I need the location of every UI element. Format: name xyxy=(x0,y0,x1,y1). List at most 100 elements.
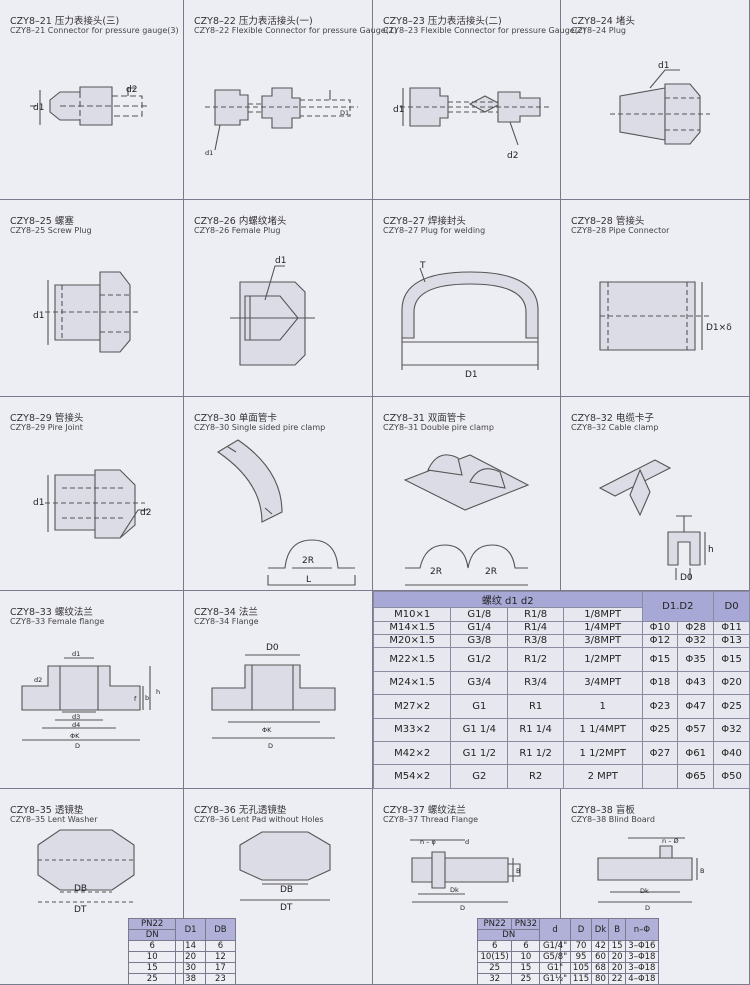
part-title-cn: CZY8–29 管接头 xyxy=(10,413,84,424)
part-cell-36: CZY8–36 无孔透镜垫 CZY8–36 Lent Pad without H… xyxy=(184,789,373,985)
part-cell-30: CZY8–30 单面管卡 CZY8–30 Single sided pire c… xyxy=(184,397,373,591)
part-title-cn: CZY8–27 焊接封头 xyxy=(383,216,466,227)
flange-cell: G1" xyxy=(539,962,571,974)
flange-cell: 70 xyxy=(569,940,593,952)
thread-cell: 1/2MPT xyxy=(562,647,643,672)
part-title-cn: CZY8–24 堵头 xyxy=(571,16,635,27)
flange-cell: G1½" xyxy=(539,973,571,985)
part-cell-26: CZY8–26 内螺纹堵头 CZY8–26 Female Plug d1 xyxy=(184,200,373,397)
label: B xyxy=(516,867,520,875)
label: d1 xyxy=(72,650,80,658)
part-title-en: CZY8–22 Flexible Connector for pressure … xyxy=(194,26,398,35)
thread-cell: 1 1/2MPT xyxy=(562,740,643,766)
part-title-cn: CZY8–36 无孔透镜垫 xyxy=(194,805,287,816)
b-header: B xyxy=(608,918,626,941)
dn-header: DN xyxy=(127,929,177,941)
thread-cell: R1/4 xyxy=(507,620,564,635)
part-title-cn: CZY8–26 内螺纹堵头 xyxy=(194,216,287,227)
thread-cell: Φ18 xyxy=(641,670,679,696)
label: d1 xyxy=(33,311,44,321)
flange-cell: 10(15) xyxy=(476,951,513,963)
label: d xyxy=(465,838,469,846)
thread-cell: Φ15 xyxy=(713,647,750,672)
label: D xyxy=(75,742,80,750)
thread-cell: G3/4 xyxy=(450,670,509,696)
thread-cell: M20×1.5 xyxy=(372,633,452,649)
flange-cell: 6 xyxy=(476,940,513,952)
label: D1 xyxy=(465,370,478,380)
thread-cell: R1 1/2 xyxy=(507,740,564,766)
part-title-cn: CZY8–33 螺纹法兰 xyxy=(10,607,93,618)
thread-cell: M33×2 xyxy=(372,717,452,743)
part-title-cn: CZY8–35 透镜垫 xyxy=(10,805,84,816)
thread-cell: Φ32 xyxy=(713,717,750,743)
label: d1 xyxy=(205,149,213,157)
part-title-cn: CZY8–38 盲板 xyxy=(571,805,635,816)
part-title-en: CZY8–32 Cable clamp xyxy=(571,423,659,432)
thread-cell: R2 xyxy=(507,764,564,789)
label: d1 xyxy=(33,498,44,508)
label: d3 xyxy=(72,713,80,721)
washer-cell: 20 xyxy=(175,951,206,963)
thread-cell: G1/2 xyxy=(450,647,509,672)
washer-cell: 30 xyxy=(175,962,206,974)
label: h xyxy=(708,545,714,555)
row0-r: R1/8 xyxy=(507,607,564,622)
washer-cell: 38 xyxy=(175,973,206,985)
part-drawing: D1×δ xyxy=(561,200,732,397)
washer-cell: 6 xyxy=(204,940,237,952)
label: h xyxy=(156,688,160,696)
part-title-en: CZY8–37 Thread Flange xyxy=(383,815,479,824)
thread-cell: Φ12 xyxy=(641,633,679,649)
part-title-cn: CZY8–37 螺纹法兰 xyxy=(383,805,466,816)
thread-cell: Φ15 xyxy=(641,647,679,672)
part-title-en: CZY8–31 Double pire clamp xyxy=(383,423,494,432)
label: b xyxy=(145,694,149,702)
thread-cell: Φ25 xyxy=(713,694,750,719)
thread-cell: 1/4MPT xyxy=(562,620,643,635)
label: d2 xyxy=(126,85,137,95)
thread-cell: Φ27 xyxy=(641,740,679,766)
flange-cell: 3–Φ18 xyxy=(624,962,660,974)
label: T xyxy=(419,261,426,271)
flange-cell: 95 xyxy=(569,951,593,963)
label: Dk xyxy=(450,886,459,894)
thread-cell: Φ43 xyxy=(677,670,715,696)
part-title-en: CZY8–30 Single sided pire clamp xyxy=(194,423,326,432)
flange-cell: G1/4" xyxy=(539,940,571,952)
thread-size-table: 螺纹 d1 d2 D1.D2 D0 M10×1 G1/8 R1/8 1/8MPT… xyxy=(372,590,750,789)
thread-cell: Φ35 xyxy=(677,647,715,672)
flange-cell: 22 xyxy=(608,973,626,985)
thread-cell: M42×2 xyxy=(372,740,452,766)
thread-cell: G2 xyxy=(450,764,509,789)
part-cell-28: CZY8–28 管接头 CZY8–28 Pipe Connector D1×δ xyxy=(561,200,750,397)
flange-cell: 115 xyxy=(569,973,593,985)
label: DT xyxy=(74,905,87,915)
label: d1 xyxy=(275,256,286,266)
part-title-en: CZY8–35 Lent Washer xyxy=(10,815,98,824)
washer-cell: 23 xyxy=(204,973,237,985)
flange-cell: 25 xyxy=(511,973,541,985)
label: d2 xyxy=(507,151,518,161)
dk-header: Dk xyxy=(591,918,610,941)
label: ΦK xyxy=(70,732,80,740)
flange-cell: 10 xyxy=(511,951,541,963)
thread-cell: Φ57 xyxy=(677,717,715,743)
flange-cell: 3–Φ16 xyxy=(624,940,660,952)
part-title-en: CZY8–36 Lent Pad without Holes xyxy=(194,815,324,824)
label: n – φ xyxy=(420,838,436,846)
thread-cell: Φ25 xyxy=(641,717,679,743)
label: D1×δ xyxy=(706,323,732,333)
flange-cell: 105 xyxy=(569,962,593,974)
thread-cell: 1 1/4MPT xyxy=(562,717,643,743)
label: B xyxy=(700,867,704,875)
thread-cell: M14×1.5 xyxy=(372,620,452,635)
